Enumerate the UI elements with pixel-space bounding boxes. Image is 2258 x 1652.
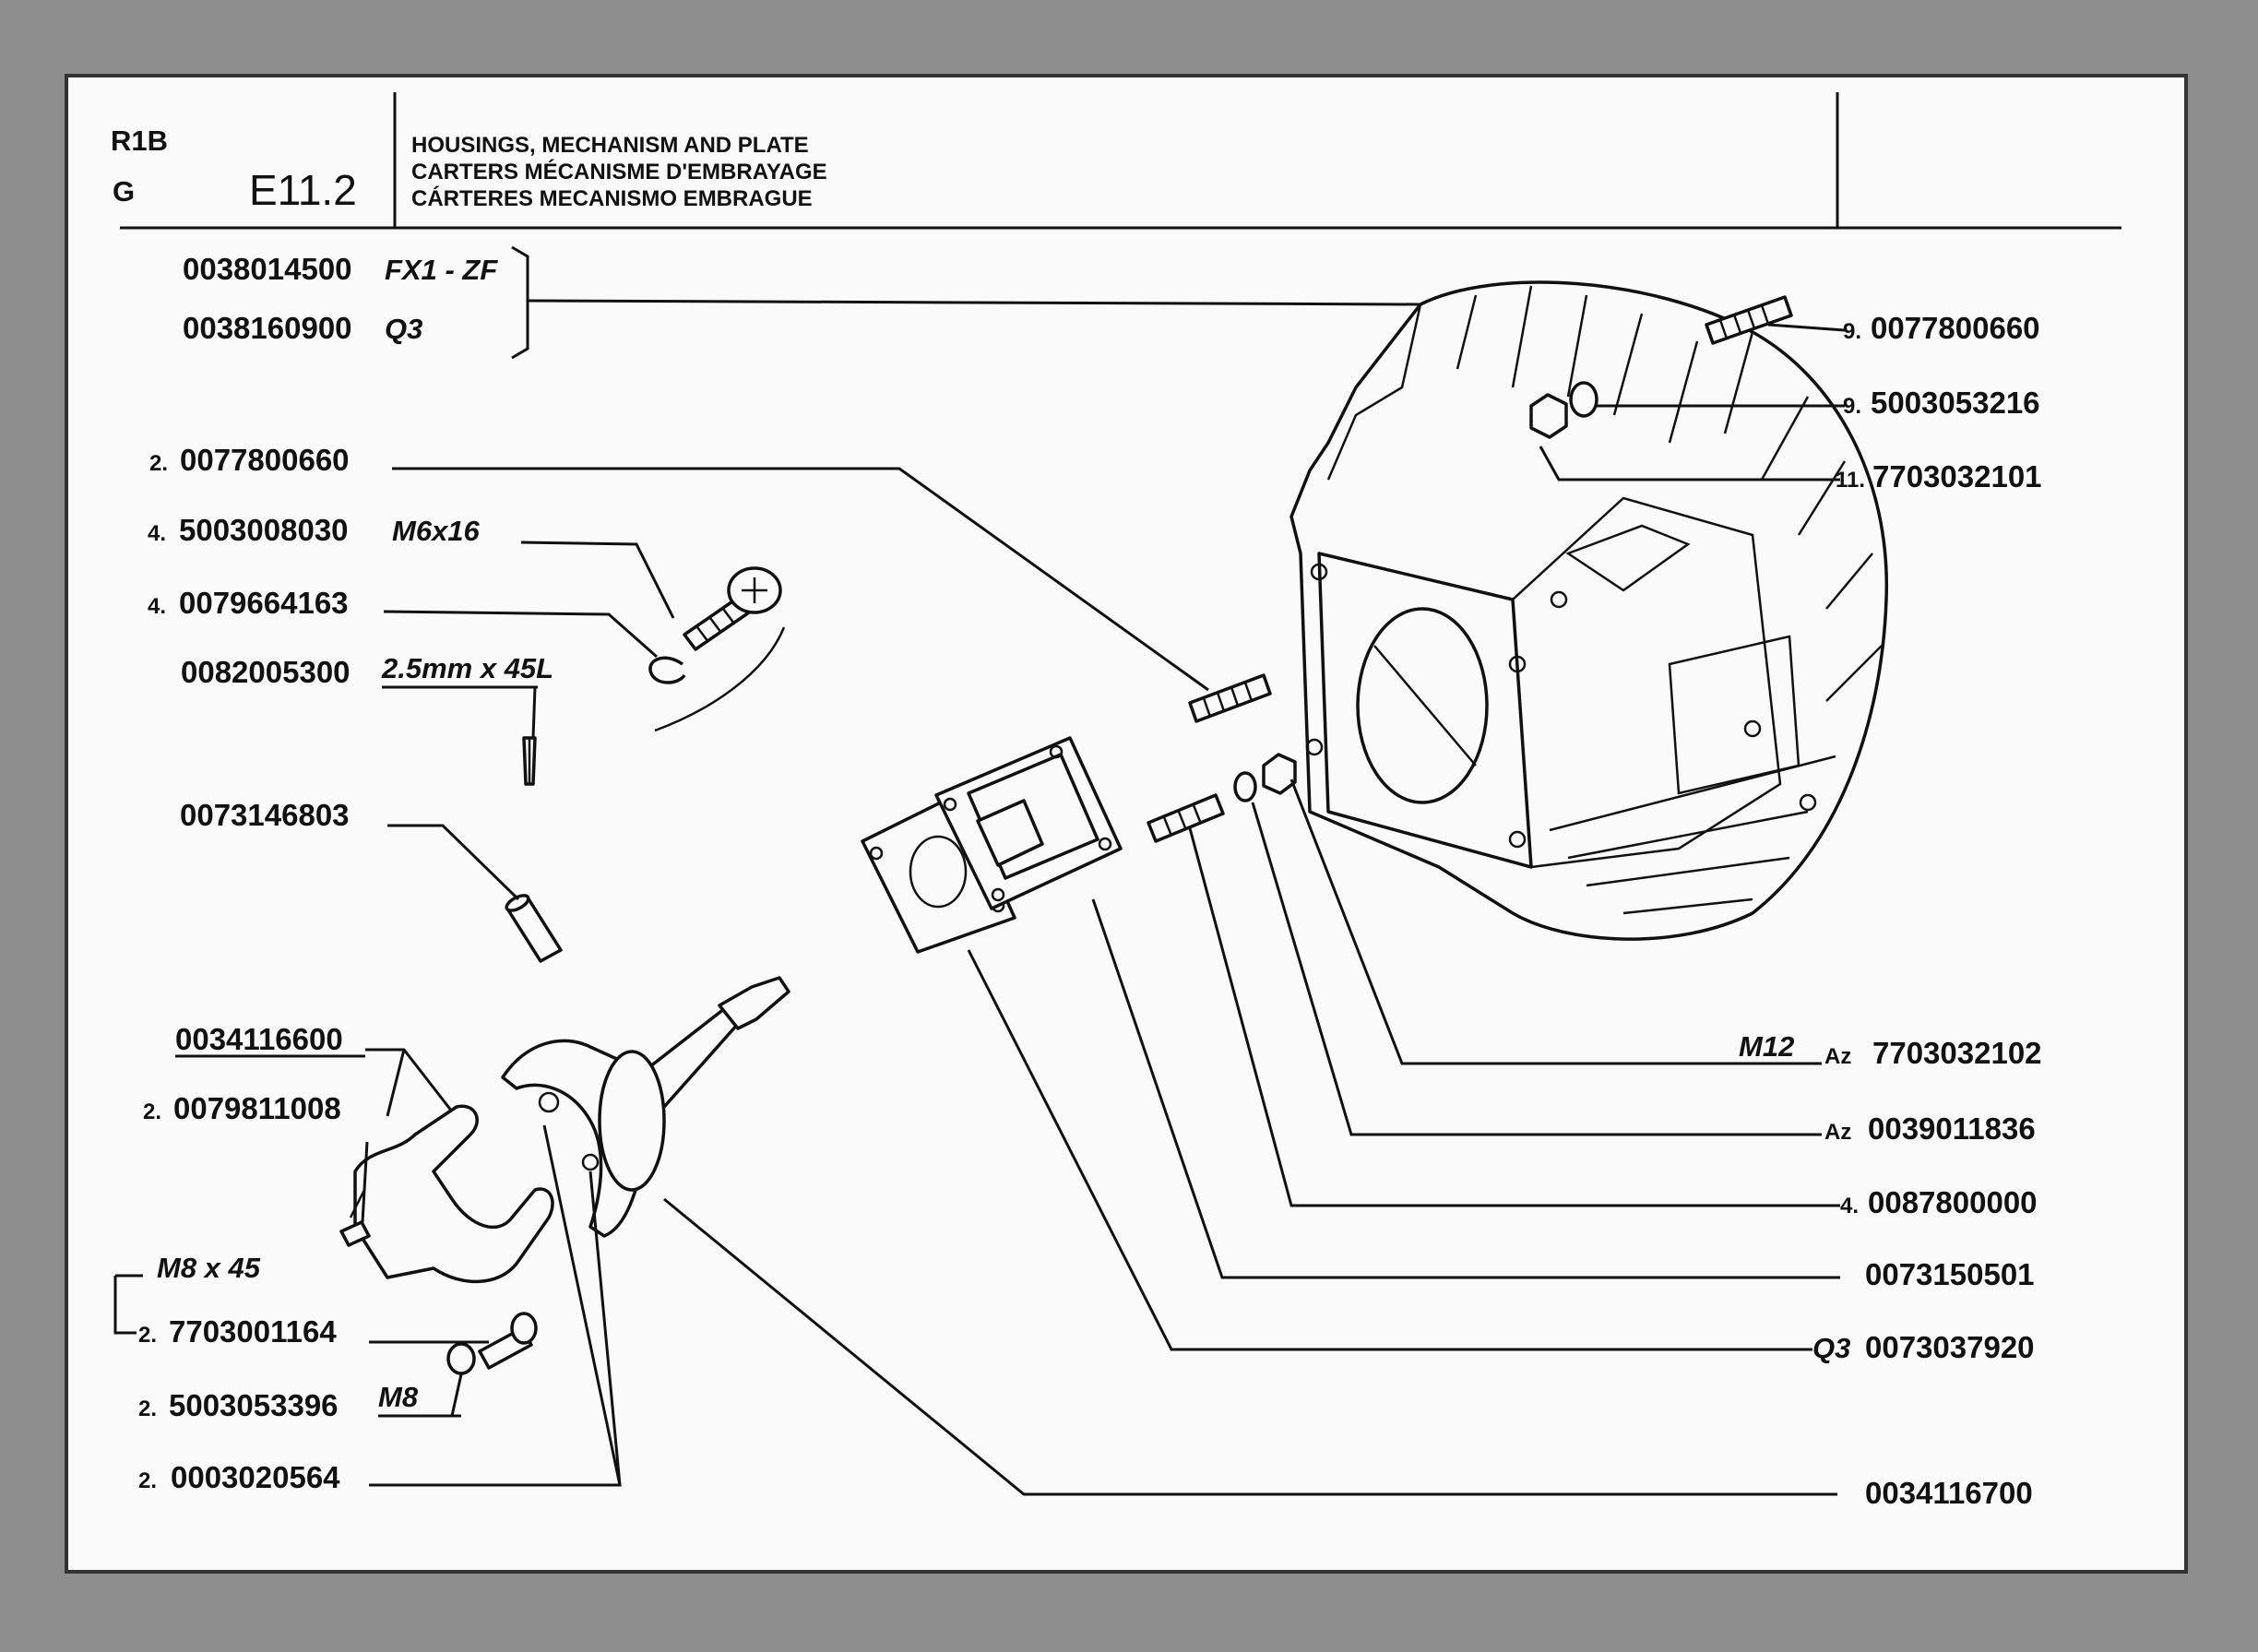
- screw-m6-drawing: [683, 566, 782, 651]
- label-fork-pin: 2. 0079811008: [143, 1091, 341, 1125]
- part-spec: 2.5mm x 45L: [381, 652, 553, 684]
- part-qty: 4.: [1840, 1194, 1859, 1218]
- part-number: 0079811008: [173, 1091, 341, 1125]
- part-qty: 4.: [148, 521, 166, 546]
- part-number: 0087800000: [1868, 1185, 2038, 1219]
- washer-m8-drawing: [446, 1342, 476, 1375]
- label-washer-m8: 2. 5003053396 M8: [138, 1381, 461, 1422]
- leader-lines: [113, 245, 1846, 1496]
- pin-drawing: [522, 736, 537, 786]
- nut-top-right-drawing: [1529, 393, 1568, 439]
- part-qty: Az: [1824, 1044, 1851, 1069]
- stud-m12-drawing: [1147, 793, 1225, 843]
- nut-m12-drawing: [1262, 753, 1297, 795]
- part-number: 0034116600: [175, 1022, 343, 1056]
- label-fork: 0034116600: [175, 1022, 365, 1058]
- part-number: 7703001164: [169, 1314, 337, 1349]
- title-french: CARTERS MÉCANISME D'EMBRAYAGE: [411, 159, 827, 184]
- part-number: 5003053396: [169, 1388, 339, 1422]
- sleeve-drawing: [505, 894, 563, 963]
- variant-code: G: [113, 175, 135, 208]
- label-gasket: 0073150501: [1865, 1257, 2035, 1291]
- label-housing-q3: 0038160900 Q3: [183, 311, 422, 345]
- part-number: 0073146803: [180, 798, 350, 832]
- label-pin: 0082005300 2.5mm x 45L: [181, 652, 553, 689]
- label-stud-top-right: 9. 0077800660: [1843, 311, 2040, 345]
- part-number: 0073037920: [1865, 1330, 2035, 1364]
- model-code: R1B: [111, 125, 168, 157]
- part-spec: M6x16: [392, 515, 481, 547]
- part-qty: 4.: [148, 594, 166, 619]
- clip-drawing: [648, 656, 686, 684]
- part-qty: 2.: [138, 1396, 157, 1421]
- fork-drawing: [339, 1104, 554, 1284]
- label-bearing-bracket: 0034116700: [1865, 1476, 2033, 1510]
- cover-q3-drawing: [934, 736, 1123, 910]
- part-qty: 9.: [1843, 394, 1861, 419]
- part-spec: M12: [1739, 1030, 1794, 1063]
- part-qty: 2.: [149, 451, 168, 476]
- part-number: 0082005300: [181, 655, 351, 689]
- clutch-housing-drawing: [1289, 280, 1889, 941]
- bearing-bracket-drawing: [501, 976, 790, 1238]
- part-number: 0038014500: [183, 252, 352, 286]
- part-number: 7703032101: [1872, 459, 2042, 493]
- part-qty: Az: [1824, 1120, 1851, 1145]
- label-nut-top-right: 11. 7703032101: [1836, 459, 2042, 493]
- label-washer-m12: Az 0039011836: [1824, 1111, 2036, 1146]
- part-number: 0003020564: [171, 1460, 340, 1494]
- part-spec: Q3: [1812, 1332, 1850, 1364]
- label-stud-m12: 4. 0087800000: [1840, 1185, 2038, 1219]
- part-spec: FX1 - ZF: [385, 254, 498, 286]
- part-number: 0034116700: [1865, 1476, 2033, 1510]
- label-dowel: 2. 0003020564: [138, 1460, 340, 1494]
- label-washer-top-right: 9. 5003053216: [1843, 386, 2040, 420]
- label-nut-m12: M12 Az 7703032102: [1739, 1030, 2042, 1070]
- label-stud-left: 2. 0077800660: [149, 443, 350, 477]
- label-housing-fx1: 0038014500 FX1 - ZF: [183, 252, 498, 286]
- part-qty: 11.: [1836, 468, 1865, 493]
- part-number: 0039011836: [1868, 1111, 2036, 1146]
- label-clip: 4. 0079664163: [148, 586, 349, 620]
- paper-sheet: [65, 74, 2188, 1574]
- part-number: 0073150501: [1865, 1257, 2035, 1291]
- label-sleeve: 0073146803: [180, 798, 350, 832]
- part-qty: 2.: [138, 1323, 157, 1348]
- part-spec: M8 x 45: [157, 1252, 261, 1284]
- part-number: 5003008030: [179, 513, 349, 547]
- part-number: 0077800660: [180, 443, 350, 477]
- bolt-m8-drawing: [478, 1312, 538, 1370]
- label-cover-q3: Q3 0073037920: [1812, 1330, 2035, 1364]
- washer-m12-drawing: [1233, 771, 1257, 802]
- part-number: 5003053216: [1871, 386, 2040, 420]
- part-qty: 9.: [1843, 319, 1861, 344]
- part-number: 0079664163: [179, 586, 349, 620]
- part-number: 7703032102: [1872, 1036, 2042, 1070]
- part-spec: M8: [378, 1381, 419, 1413]
- label-screw-m6: 4. 5003008030 M6x16: [148, 513, 481, 547]
- washer-top-right-drawing: [1569, 381, 1598, 418]
- title-block: R1B G E11.2 HOUSINGS, MECHANISM AND PLAT…: [111, 92, 2121, 230]
- part-qty: 2.: [143, 1099, 161, 1124]
- part-number: 0038160900: [183, 311, 352, 345]
- title-spanish: CÁRTERES MECANISMO EMBRAGUE: [411, 185, 813, 211]
- stud-left-drawing: [1188, 673, 1272, 723]
- title-english: HOUSINGS, MECHANISM AND PLATE: [411, 133, 809, 158]
- part-spec: Q3: [385, 313, 422, 345]
- part-qty: 2.: [138, 1468, 157, 1493]
- page-reference: E11.2: [249, 166, 357, 214]
- stud-top-right-drawing: [1705, 295, 1793, 345]
- label-bolt-m8: M8 x 45 2. 7703001164: [138, 1252, 337, 1349]
- bracket-arc-drawing: [654, 626, 786, 732]
- part-number: 0077800660: [1871, 311, 2040, 345]
